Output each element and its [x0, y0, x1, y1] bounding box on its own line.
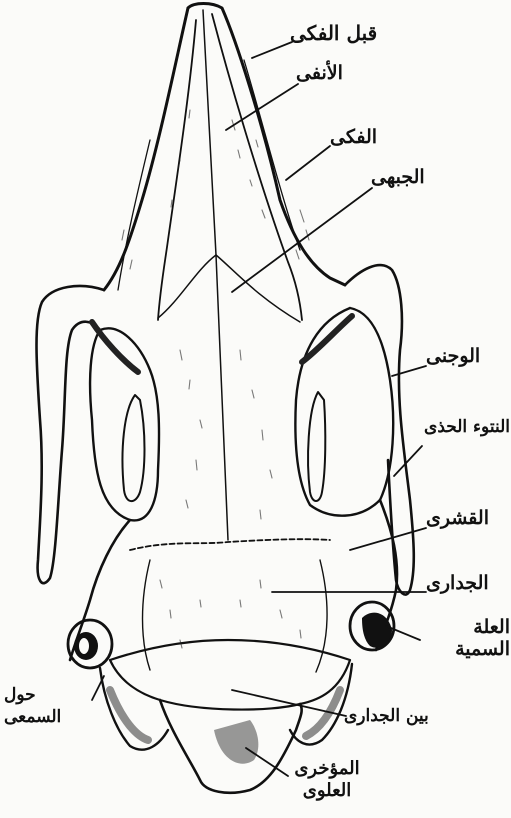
leader-interparietal: [232, 690, 346, 716]
rostrum-outline: [188, 4, 345, 286]
label-squamosal: القشرى: [426, 507, 489, 529]
label-frontal: الجبهى: [371, 166, 425, 188]
label-premaxilla: قبل الفكى: [290, 22, 377, 44]
label-auditory-bulla: العلة السمية: [420, 616, 510, 660]
right-orbit-inner: [308, 392, 325, 501]
parietal-left-curve: [143, 560, 151, 670]
leader-frontal: [232, 188, 372, 292]
parietal-right-curve: [316, 560, 327, 672]
rostrum-left-outline: [104, 8, 188, 290]
label-supraoccipital: المؤخرى العلوى: [282, 758, 372, 802]
label-parietal: الجدارى: [426, 572, 489, 594]
label-interparietal: بين الجدارى: [344, 705, 429, 727]
foramen-shade: [214, 720, 258, 764]
leader-premaxilla: [252, 42, 292, 58]
frontal-midline: [216, 255, 228, 540]
leader-jugal: [392, 366, 426, 376]
label-maxilla: الفكى: [330, 126, 377, 148]
label-around-ear: حول السمعى: [4, 684, 94, 728]
left-bulla-rim: [79, 638, 89, 654]
occipital-shade-left: [110, 690, 148, 740]
nasal-midline: [203, 10, 216, 255]
interparietal-outline: [110, 640, 350, 710]
coronal-suture: [130, 539, 330, 550]
maxilla-left-edge: [118, 140, 150, 290]
right-zygomatic-arch: [345, 265, 414, 594]
leader-zygomatic: [394, 446, 422, 476]
frontal-suture: [158, 255, 300, 322]
label-nasal: الأنفى: [296, 62, 343, 84]
label-zygomatic-process: النتوء الحذى: [420, 416, 510, 438]
leader-maxilla: [286, 146, 330, 180]
nasal-left-suture: [158, 20, 196, 320]
label-jugal: الوجنى: [426, 345, 480, 367]
left-orbit-inner: [122, 395, 144, 501]
occipital-left-lobe: [100, 668, 168, 750]
